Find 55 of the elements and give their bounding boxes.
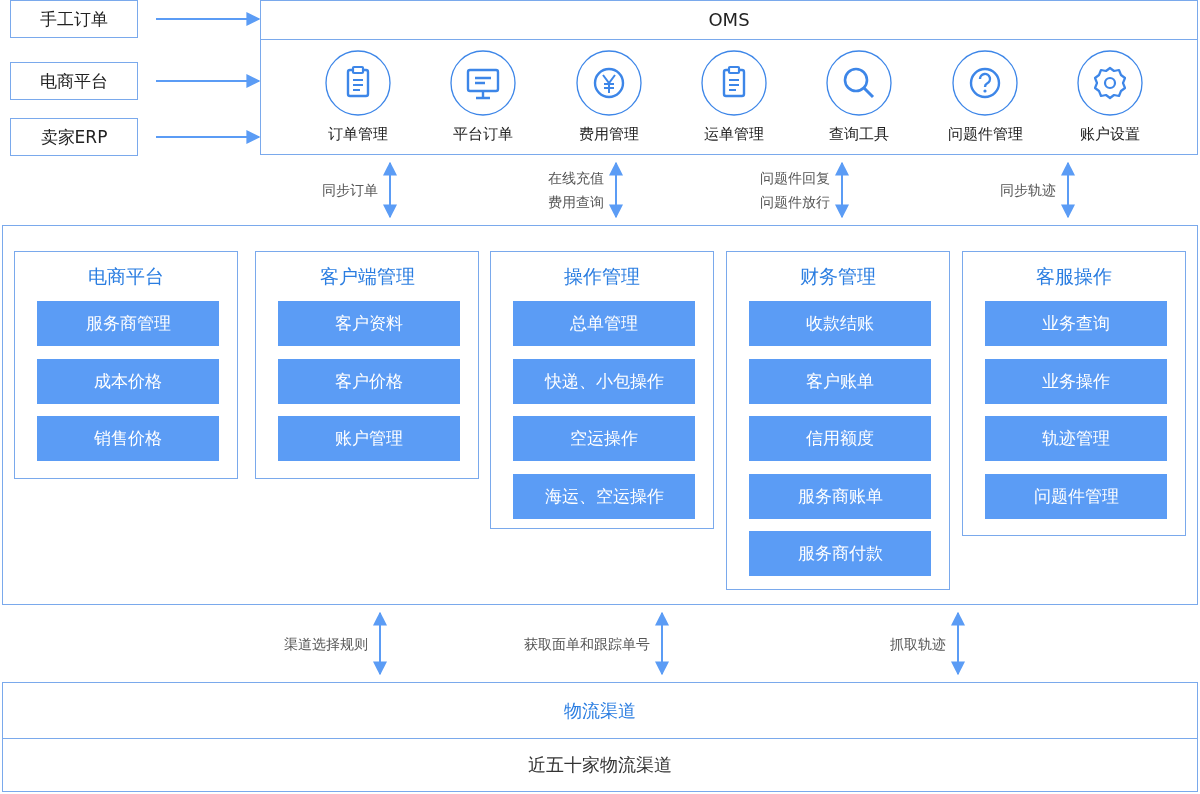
function-button: 服务商管理 [37,301,219,346]
group-box [14,251,238,479]
feature-label: 问题件管理 [946,125,1024,144]
function-button: 业务查询 [985,301,1167,346]
function-button: 客户资料 [278,301,460,346]
arrow [609,161,623,219]
panel-header: 物流渠道 [3,683,1197,739]
source-box: 手工订单 [10,0,138,38]
module-panel [2,225,1198,605]
arrow [655,611,669,676]
feature-label: 平台订单 [452,125,514,144]
channel-text: 近五十家物流渠道 [527,752,673,777]
system-panel [2,682,1198,792]
function-button: 成本价格 [37,358,219,404]
arrow [155,130,261,144]
function-button: 账户管理 [278,416,460,461]
function-button: 快递、小包操作 [513,358,695,404]
feature-label: 查询工具 [828,125,890,144]
source-box: 卖家ERP [10,118,138,156]
group-box [726,251,950,590]
arrow [373,611,387,676]
group-title: 客户端管理 [318,264,416,289]
panel-header: OMS [261,1,1197,40]
function-button: 空运操作 [513,416,695,461]
function-button: 信用额度 [749,416,931,461]
arrow [1061,161,1075,219]
arrow [155,74,261,88]
group-title: 电商平台 [87,264,165,289]
function-button: 销售价格 [37,416,219,461]
group-box [255,251,479,479]
feature-label: 运单管理 [703,125,765,144]
arrow [835,161,849,219]
function-button: 客户价格 [278,358,460,404]
feature-label: 账户设置 [1079,125,1141,144]
arrow [383,161,397,219]
group-title: 操作管理 [563,264,641,289]
feature-label: 费用管理 [578,125,640,144]
function-button: 总单管理 [513,301,695,346]
system-panel [260,0,1198,155]
group-box [962,251,1186,536]
function-button: 收款结账 [749,301,931,346]
function-button: 服务商付款 [749,531,931,576]
group-box [490,251,714,529]
group-title: 财务管理 [799,264,877,289]
function-button: 问题件管理 [985,473,1167,519]
source-box: 电商平台 [10,62,138,100]
function-button: 服务商账单 [749,473,931,519]
function-button: 客户账单 [749,358,931,404]
feature-label: 订单管理 [327,125,389,144]
function-button: 轨迹管理 [985,416,1167,461]
function-button: 海运、空运操作 [513,473,695,519]
arrow [155,12,261,26]
function-button: 业务操作 [985,358,1167,404]
group-title: 客服操作 [1035,264,1113,289]
arrow [951,611,965,676]
